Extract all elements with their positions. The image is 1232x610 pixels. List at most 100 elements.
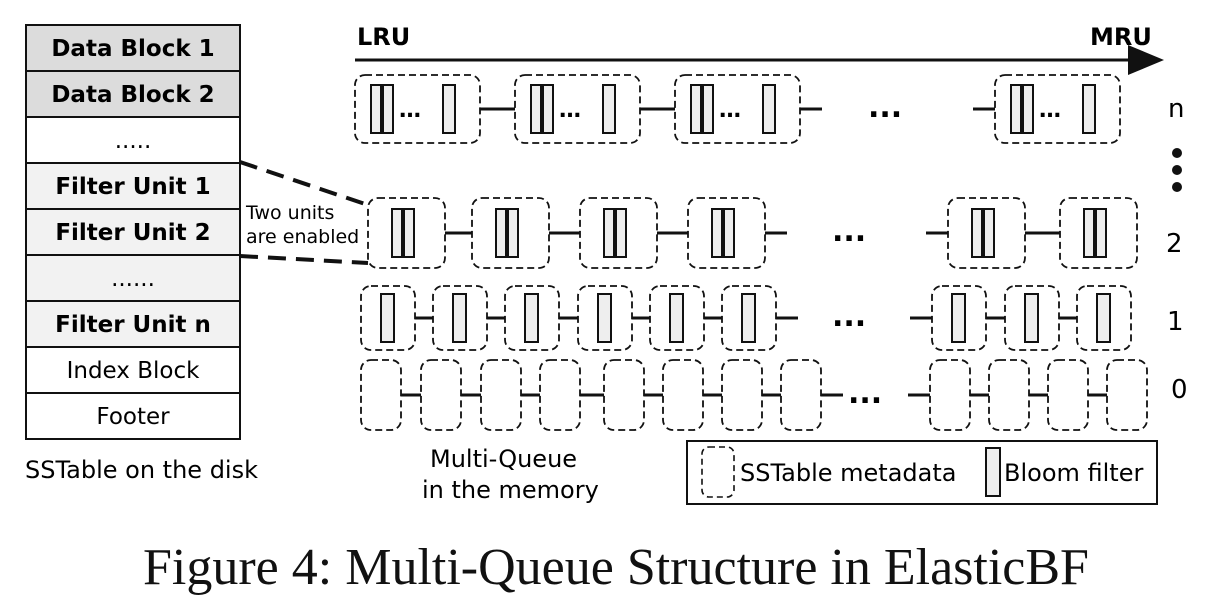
sstable-metadata-box bbox=[480, 359, 522, 431]
sstable-row-label: Filter Unit 2 bbox=[55, 220, 210, 246]
bloom-filter-bar bbox=[495, 208, 507, 258]
sstable-metadata-box bbox=[662, 359, 704, 431]
bloom-filter-bar bbox=[370, 84, 382, 134]
bloom-filter-bar bbox=[391, 208, 403, 258]
multi-queue: … … …... …......... bbox=[354, 74, 1148, 431]
bloom-filter-bar bbox=[690, 84, 702, 134]
sstable-caption: SSTable on the disk bbox=[25, 456, 258, 484]
bloom-filter-bar bbox=[702, 84, 714, 134]
bloom-filter-bar bbox=[971, 208, 983, 258]
bloom-filter-bar bbox=[669, 293, 684, 343]
sstable-row-label: Filter Unit n bbox=[55, 312, 211, 338]
queue-caption-line2: in the memory bbox=[422, 476, 599, 504]
multi-queue-diagram: Data Block 1 Data Block 2..... Filter Unit… bbox=[25, 23, 1188, 505]
bloom-filter-bar bbox=[382, 84, 394, 134]
connector-bottom bbox=[239, 254, 369, 265]
vertical-ellipsis-dot bbox=[1172, 148, 1182, 158]
sstable-metadata-box bbox=[1059, 197, 1138, 269]
annotation-line1: Two units bbox=[245, 202, 334, 224]
level-label-0: 0 bbox=[1171, 375, 1188, 405]
bloom-filter-bar bbox=[983, 208, 995, 258]
bloom-filter-bar bbox=[1010, 84, 1022, 134]
sstable-metadata-box bbox=[687, 197, 766, 269]
bloom-filter-bar bbox=[1083, 208, 1095, 258]
bloom-filter-bar bbox=[597, 293, 612, 343]
bloom-filter-bar bbox=[524, 293, 539, 343]
annotation-line2: are enabled bbox=[246, 226, 359, 248]
legend-sstable-metadata-label: SSTable metadata bbox=[740, 459, 956, 487]
sstable-metadata-box bbox=[1106, 359, 1148, 431]
bloom-filter-bar bbox=[380, 293, 395, 343]
sstable-metadata-box bbox=[1047, 359, 1089, 431]
queue-ellipsis: ... bbox=[848, 376, 882, 411]
sstable-row bbox=[25, 70, 241, 118]
sstable-metadata-box bbox=[367, 197, 446, 269]
sstable-row-label: Filter Unit 1 bbox=[55, 174, 210, 200]
level-label-n: n bbox=[1168, 94, 1184, 124]
sstable-row bbox=[25, 254, 241, 302]
sstable-metadata-box bbox=[603, 359, 645, 431]
bloom-filter-bar bbox=[951, 293, 966, 343]
bloom-filter-bar bbox=[530, 84, 542, 134]
bloom-filter-bar bbox=[602, 84, 616, 134]
sstable-row bbox=[25, 162, 241, 210]
sstable-metadata-box bbox=[420, 359, 462, 431]
sstable-on-disk: Data Block 1 Data Block 2..... Filter Unit… bbox=[25, 24, 241, 440]
level-label-1: 1 bbox=[1167, 307, 1184, 337]
legend-border bbox=[686, 440, 1158, 505]
legend-bloom-filter-label: Bloom filter bbox=[1004, 459, 1143, 487]
sstable-metadata-box bbox=[471, 197, 550, 269]
filter-ellipsis: … bbox=[1039, 98, 1061, 123]
bloom-filter-bar bbox=[442, 84, 456, 134]
bloom-filter-bar bbox=[603, 208, 615, 258]
sstable-row-label: Data Block 1 bbox=[51, 36, 214, 62]
sstable-row-label: Data Block 2 bbox=[51, 82, 214, 108]
sstable-row bbox=[25, 346, 241, 394]
level-label-2: 2 bbox=[1166, 229, 1183, 259]
sstable-row-label: ...... bbox=[111, 266, 155, 292]
filter-ellipsis: … bbox=[559, 98, 581, 123]
queue-ellipsis: ... bbox=[832, 299, 866, 334]
bloom-filter-bar bbox=[403, 208, 415, 258]
mru-label: MRU bbox=[1090, 23, 1152, 51]
bloom-filter-bar bbox=[1096, 293, 1111, 343]
legend-sstable-metadata-swatch bbox=[701, 446, 735, 498]
sstable-metadata-box bbox=[994, 74, 1121, 144]
connector-top bbox=[239, 160, 369, 207]
sstable-metadata-box bbox=[947, 197, 1026, 269]
sstable-metadata-box bbox=[360, 359, 402, 431]
queue-caption-line1: Multi-Queue bbox=[430, 445, 577, 473]
queue-ellipsis: ... bbox=[868, 90, 902, 125]
bloom-filter-bar bbox=[1024, 293, 1039, 343]
sstable-metadata-box bbox=[780, 359, 822, 431]
sstable-row bbox=[25, 24, 241, 72]
bloom-filter-bar bbox=[1095, 208, 1107, 258]
lru-label: LRU bbox=[357, 23, 410, 51]
sstable-metadata-box bbox=[539, 359, 581, 431]
figure-caption: Figure 4: Multi-Queue Structure in Elast… bbox=[143, 539, 1089, 596]
filter-ellipsis: … bbox=[399, 98, 421, 123]
vertical-ellipsis-dot bbox=[1172, 182, 1182, 192]
bloom-filter-bar bbox=[507, 208, 519, 258]
sstable-row bbox=[25, 392, 241, 440]
vertical-ellipsis-dot bbox=[1172, 165, 1182, 175]
sstable-metadata-box bbox=[929, 359, 971, 431]
bloom-filter-bar bbox=[711, 208, 723, 258]
sstable-metadata-box bbox=[1076, 285, 1132, 351]
bloom-filter-bar bbox=[723, 208, 735, 258]
sstable-row-label: Footer bbox=[96, 404, 170, 430]
bloom-filter-bar bbox=[762, 84, 776, 134]
bloom-filter-bar bbox=[542, 84, 554, 134]
bloom-filter-bar bbox=[615, 208, 627, 258]
sstable-metadata-box bbox=[579, 197, 658, 269]
legend-bloom-filter-swatch bbox=[985, 447, 1001, 497]
bloom-filter-bar bbox=[1082, 84, 1096, 134]
queue-ellipsis: ... bbox=[832, 214, 866, 249]
legend: SSTable metadata Bloom filter bbox=[686, 440, 1158, 505]
filter-ellipsis: … bbox=[719, 98, 741, 123]
bloom-filter-bar bbox=[452, 293, 467, 343]
bloom-filter-bar bbox=[1022, 84, 1034, 134]
sstable-row-label: ..... bbox=[115, 128, 152, 154]
sstable-metadata-box bbox=[721, 359, 763, 431]
sstable-metadata-box bbox=[988, 359, 1030, 431]
